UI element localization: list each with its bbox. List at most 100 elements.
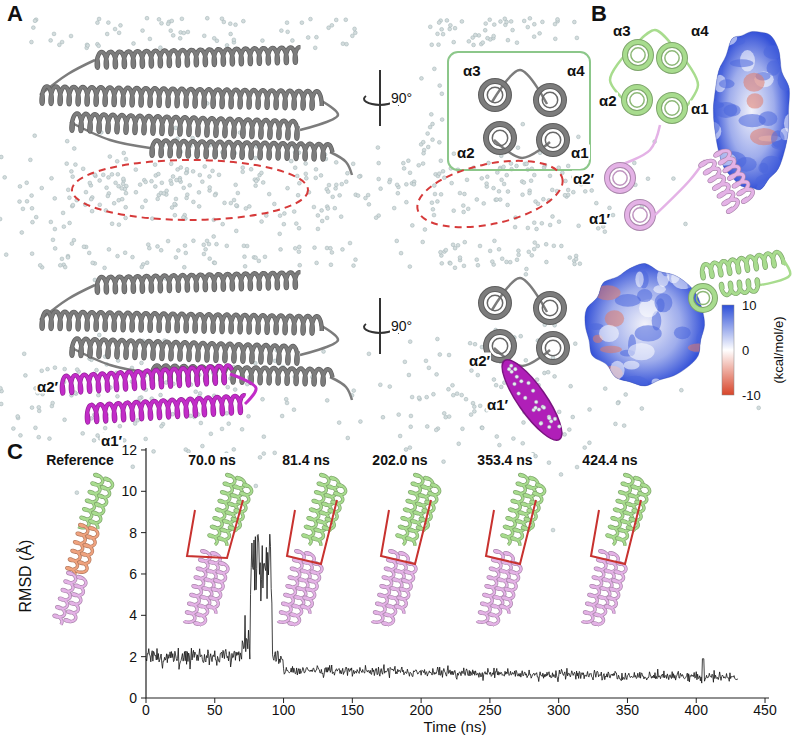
ion-density-dots <box>486 36 490 40</box>
ion-density-dots <box>134 190 138 194</box>
axis-tick: 350 <box>615 703 640 717</box>
ion-density-dots <box>530 253 534 257</box>
ion-density-dots <box>304 162 308 166</box>
md-snapshot <box>209 475 235 545</box>
ion-density-dots <box>461 427 465 431</box>
ion-density-dots <box>557 220 561 224</box>
ion-density-dots <box>171 33 175 37</box>
helix-bundle-end-view <box>481 81 509 109</box>
ion-density-dots <box>75 368 79 372</box>
chart-axes <box>141 656 146 657</box>
ion-density-dots <box>499 20 503 24</box>
helix-bundle <box>40 47 352 175</box>
ion-density-dots <box>97 44 101 48</box>
electrostatic-surface <box>696 333 705 344</box>
ion-density-dots <box>444 415 448 419</box>
ion-density-dots <box>447 387 451 391</box>
docked-helices <box>509 364 513 368</box>
helix-bundle-end-view <box>536 86 564 114</box>
docked-helices <box>523 396 527 400</box>
ion-density-dots <box>334 18 338 22</box>
ion-density-dots <box>223 201 227 205</box>
colorbar-unit: (kcal/mol/e) <box>772 315 785 384</box>
ion-density-dots <box>524 358 528 362</box>
ion-density-dots <box>473 33 477 37</box>
ion-density-dots <box>186 30 190 34</box>
ion-density-dots <box>494 383 498 387</box>
ion-density-dots <box>150 179 154 183</box>
ion-density-dots <box>178 36 182 40</box>
ion-density-dots <box>258 455 262 459</box>
ion-density-dots <box>144 437 148 441</box>
ion-density-dots <box>205 16 209 20</box>
ion-density-dots <box>298 263 302 267</box>
ion-density-dots <box>53 247 57 251</box>
helix-cartoon <box>627 202 653 228</box>
ion-density-dots <box>96 21 100 25</box>
ion-density-dots <box>30 252 34 256</box>
ion-density-dots <box>499 385 503 389</box>
ion-density-dots <box>472 43 476 47</box>
ion-density-dots <box>4 253 8 257</box>
ion-density-dots <box>28 158 32 162</box>
ion-density-dots <box>500 257 504 261</box>
ion-density-dots <box>294 222 298 226</box>
ion-density-dots <box>452 40 456 44</box>
helix-label: α3 <box>612 23 632 38</box>
ion-density-dots <box>521 122 525 126</box>
ion-density-dots <box>421 240 425 244</box>
ion-density-dots <box>552 244 556 248</box>
ion-density-dots <box>185 193 189 197</box>
ion-density-dots <box>472 409 476 413</box>
helix-label: α1′ <box>588 211 611 226</box>
ion-density-dots <box>672 177 676 181</box>
ion-density-dots <box>254 184 258 188</box>
ion-density-dots <box>505 173 509 177</box>
axis-title: Time (ns) <box>423 719 488 734</box>
ion-density-dots <box>260 171 264 175</box>
ion-density-dots <box>341 42 345 46</box>
axis-tick: 8 <box>128 526 138 540</box>
chart-axes <box>141 491 146 492</box>
electrostatic-surface <box>588 258 611 273</box>
ion-density-dots <box>234 23 238 27</box>
ion-density-dots <box>74 163 78 167</box>
electrostatic-surface <box>654 293 672 312</box>
ion-density-dots <box>314 167 318 171</box>
ion-density-dots <box>106 194 110 198</box>
ion-density-dots <box>160 181 164 185</box>
ion-density-dots <box>482 202 486 206</box>
ion-density-dots <box>261 181 265 185</box>
ion-density-dots <box>133 422 137 426</box>
ion-density-dots <box>547 461 551 465</box>
ion-density-dots <box>477 33 481 37</box>
ion-density-dots <box>431 138 435 142</box>
ion-density-dots <box>46 367 50 371</box>
ion-density-dots <box>429 112 433 116</box>
ion-density-dots <box>112 201 116 205</box>
ion-density-dots <box>527 250 531 254</box>
electrostatic-surface <box>580 255 709 392</box>
ion-density-dots <box>359 420 363 424</box>
ion-density-dots <box>472 405 476 409</box>
helix-bundle-end-view <box>486 124 514 152</box>
ion-density-dots <box>483 28 487 32</box>
ion-density-dots <box>407 373 411 377</box>
ion-density-dots <box>153 163 157 167</box>
ion-density-dots <box>202 34 206 38</box>
docked-helices <box>87 395 246 422</box>
docked-helices <box>520 379 524 383</box>
ion-density-dots <box>506 190 510 194</box>
ion-density-dots <box>588 441 592 445</box>
ion-density-dots <box>68 196 72 200</box>
ion-density-dots <box>440 261 444 265</box>
ion-density-dots <box>480 426 484 430</box>
ion-density-dots <box>451 383 455 387</box>
ion-density-dots <box>583 446 587 450</box>
chart-axes <box>141 573 146 574</box>
ion-density-dots <box>197 190 201 194</box>
ion-density-dots <box>346 436 350 440</box>
ion-density-dots <box>160 21 164 25</box>
ion-density-dots <box>603 387 607 391</box>
ion-density-dots <box>497 247 501 251</box>
